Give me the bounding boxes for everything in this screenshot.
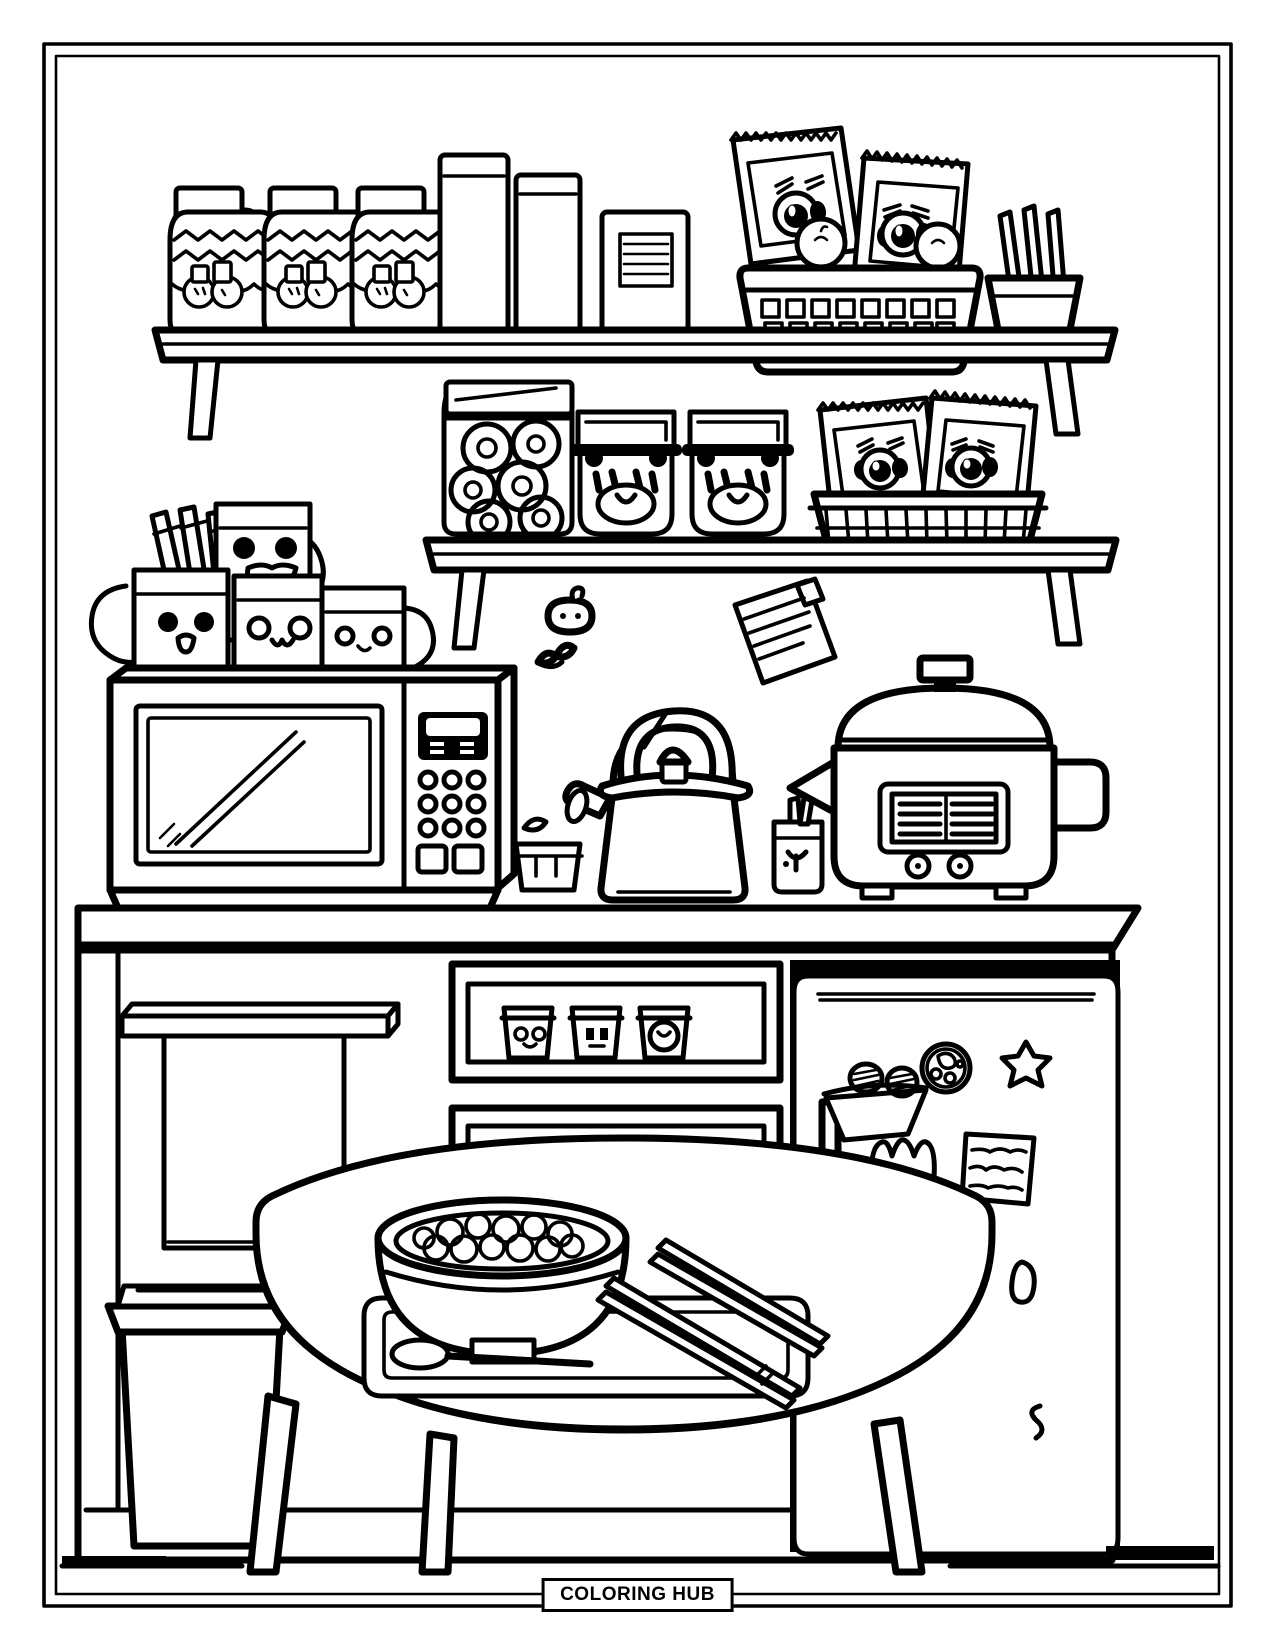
snack-packet-d (919, 389, 1039, 517)
badge-magnet (919, 1041, 973, 1095)
cup-1 (499, 1005, 557, 1061)
floor-shadow-right (1106, 1546, 1214, 1560)
star-magnet (999, 1039, 1053, 1089)
crown-magnet (869, 1137, 937, 1185)
rice-cooker-display (877, 781, 1011, 855)
boat-magnet (821, 1061, 929, 1143)
floor-shadow-left (62, 1556, 166, 1568)
watermark: COLORING HUB (541, 1578, 734, 1612)
rice-cooker (786, 654, 1110, 901)
cup-2 (567, 1005, 625, 1061)
cereal-bowl (374, 1196, 630, 1365)
microwave-display (418, 712, 488, 760)
table-leg-left (246, 1392, 300, 1576)
storage-jar-2 (261, 185, 378, 341)
apple-sticker (544, 585, 596, 636)
cereal-pieces (412, 1212, 585, 1264)
wall-decor (534, 576, 838, 686)
medium-canister (513, 172, 583, 336)
cabinet-cups (499, 1005, 693, 1061)
labeled-box (599, 209, 691, 335)
mug-utensil-sticks (149, 504, 237, 582)
wire-basket (807, 389, 1049, 552)
sauce-bottle (771, 795, 825, 895)
mug-utensils (88, 567, 231, 693)
small-basket (512, 816, 584, 893)
rice-cooker-knobs (904, 852, 974, 880)
pinned-note (732, 576, 838, 686)
spoon (389, 1337, 594, 1371)
cooker-handle-right (1050, 758, 1110, 832)
table-leg-mid (418, 1430, 458, 1576)
cup-3 (635, 1005, 693, 1061)
drip-magnet (1009, 1259, 1037, 1305)
note-magnet-1 (959, 1131, 1037, 1207)
microwave-keypad (417, 769, 487, 839)
squiggle-magnet (1029, 1403, 1045, 1441)
kawaii-container-1 (570, 409, 682, 537)
microwave-buttons (415, 843, 485, 875)
cookie-jar (441, 379, 575, 546)
second-shelf (422, 379, 1120, 651)
dining-table (246, 1134, 996, 1576)
leaf-sprig (534, 641, 578, 670)
chopsticks-pair-2 (647, 1237, 831, 1359)
tall-canister (437, 152, 511, 336)
kawaii-container-2 (682, 409, 794, 537)
chopsticks-pair-1 (595, 1275, 803, 1411)
mug-cluster (88, 501, 436, 699)
wire-basket-bars (815, 508, 1041, 546)
top-shelf (151, 125, 1119, 441)
cooker-handle-left (786, 758, 838, 816)
table-leg-right (870, 1416, 926, 1576)
kettle (562, 707, 754, 904)
microwave (106, 664, 518, 912)
